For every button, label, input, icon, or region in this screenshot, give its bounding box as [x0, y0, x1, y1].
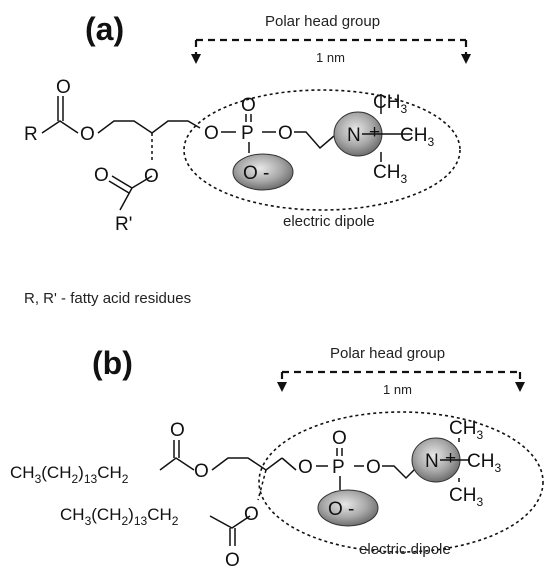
panel-b-skeleton: [159, 440, 283, 546]
panel-a-label: (a): [85, 11, 124, 47]
panel-b-o-minus-ball: [317, 489, 379, 527]
panel-b-plus-sign: +: [445, 448, 456, 469]
panel-b-chain-top: CH3(CH2)13CH2: [10, 463, 129, 486]
panel-a-p-atom: P: [241, 123, 254, 144]
panel-b-label: (b): [92, 345, 133, 381]
panel-b: (b) Polar head group 1 nm electric dipol…: [10, 345, 544, 571]
panel-b-ch3-right: CH3: [467, 451, 501, 475]
panel-a-head-group-label: Polar head group: [265, 13, 380, 30]
panel-a-dipole-label: electric dipole: [283, 213, 375, 230]
panel-a-r-prime-group: R': [115, 214, 132, 235]
panel-a-p-double-o: O: [241, 95, 256, 116]
panel-b-dipole-ellipse: [258, 411, 544, 553]
panel-a-span-arrow: [191, 38, 471, 64]
panel-b-phosphate: [281, 448, 421, 490]
panel-b-ch3-bottom: CH3: [449, 485, 483, 509]
panel-a-o-minus-label: O -: [243, 163, 269, 184]
panel-a-o-bridge-2: O: [278, 123, 293, 144]
panel-a-carbonyl-o-top: O: [56, 77, 71, 98]
panel-b-distance-label: 1 nm: [383, 382, 412, 397]
panel-a-ester-o-2: O: [144, 166, 159, 187]
residues-note: R, R' - fatty acid residues: [24, 290, 191, 307]
panel-b-p-double-o: O: [332, 428, 347, 449]
panel-a-ammonium-bonds: [362, 94, 412, 162]
panel-a-r-group: R: [24, 124, 38, 145]
panel-a-n-atom: N: [347, 125, 361, 146]
panel-b-ester-o-2: O: [244, 504, 259, 525]
panel-b-n-atom: N: [425, 451, 439, 472]
panel-b-dipole-label: electric dipole: [359, 541, 451, 558]
panel-a-o-bridge-1: O: [204, 123, 219, 144]
panel-a-phosphate: [221, 114, 335, 153]
panel-a-skeleton: [41, 96, 201, 211]
panel-a-plus-sign: +: [369, 122, 380, 143]
panel-b-p-atom: P: [332, 457, 345, 478]
panel-b-ammonium-bonds: [440, 438, 470, 482]
panel-a-carbonyl-o-bottom: O: [94, 165, 109, 186]
panel-a-ch3-top: CH3: [373, 92, 407, 116]
panel-b-o-minus-label: O -: [328, 499, 354, 520]
panel-b-ester-o-1: O: [194, 461, 209, 482]
panel-b-ch3-top: CH3: [449, 418, 483, 442]
panel-a-ester-o-1: O: [80, 124, 95, 145]
panel-b-o-bridge-1: O: [298, 457, 313, 478]
panel-a-dipole-ellipse: [183, 89, 461, 211]
panel-b-head-group-label: Polar head group: [330, 345, 445, 362]
panel-a-ch3-right: CH3: [400, 125, 434, 149]
panel-a: (a) Polar head group 1 nm electric dipol…: [24, 11, 471, 235]
panel-a-ch3-bottom: CH3: [373, 162, 407, 186]
panel-b-carbonyl-o-bottom: O: [225, 550, 240, 571]
panel-a-o-minus-ball: [232, 153, 294, 191]
panel-b-span-arrow: [277, 370, 525, 392]
panel-a-distance-label: 1 nm: [316, 50, 345, 65]
panel-b-chain-bottom: CH3(CH2)13CH2: [60, 505, 179, 528]
panel-b-o-bridge-2: O: [366, 457, 381, 478]
panel-b-carbonyl-o-top: O: [170, 420, 185, 441]
